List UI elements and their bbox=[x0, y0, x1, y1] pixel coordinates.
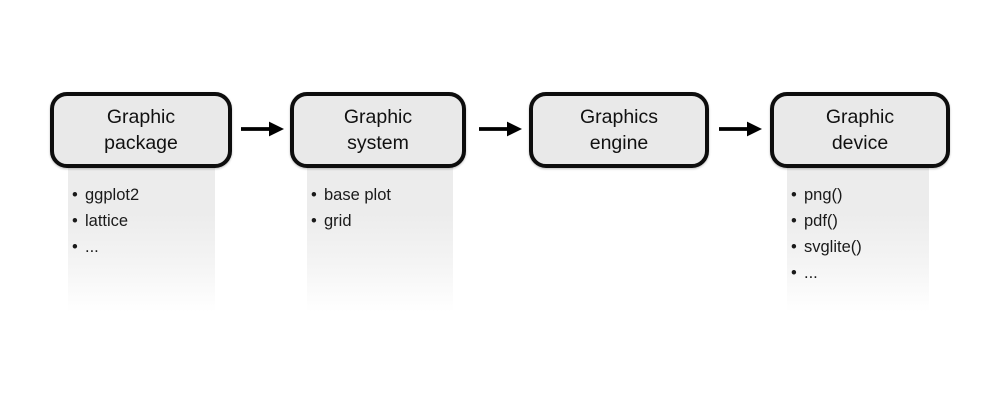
bullet-icon: • bbox=[791, 238, 797, 256]
stage-title: Graphic device bbox=[826, 104, 894, 156]
stage-box-graphics-engine: Graphics engine bbox=[529, 92, 709, 168]
list-item-label: pdf() bbox=[804, 212, 838, 230]
arrow-right-icon bbox=[719, 121, 762, 137]
stage-title-line2: engine bbox=[589, 132, 649, 154]
list-item: • lattice bbox=[72, 208, 213, 234]
bullet-icon: • bbox=[311, 186, 317, 204]
list-item: • ggplot2 bbox=[72, 182, 213, 208]
graphic-package-list: • ggplot2 • lattice •... bbox=[68, 166, 215, 260]
stage-box-graphic-device: Graphic device bbox=[770, 92, 950, 168]
list-item-label: grid bbox=[324, 212, 352, 230]
list-item-label: ... bbox=[804, 264, 818, 282]
list-item-label: lattice bbox=[85, 212, 129, 230]
stage-title-line1: Graphic bbox=[106, 106, 176, 128]
bullet-icon: • bbox=[72, 238, 78, 256]
list-item: •... bbox=[791, 260, 927, 286]
bullet-icon: • bbox=[791, 186, 797, 204]
stage-box-graphic-system: Graphic system bbox=[290, 92, 466, 168]
stage-title-line2: system bbox=[347, 132, 409, 154]
list-item: •... bbox=[72, 234, 213, 260]
stage-title-line1: Graphic bbox=[825, 106, 895, 128]
stage-title-line2: device bbox=[831, 132, 889, 154]
bullet-icon: • bbox=[72, 186, 78, 204]
list-item: • png() bbox=[791, 182, 927, 208]
graphic-system-list: • base plot • grid bbox=[307, 166, 453, 234]
stage-title-line1: Graphic bbox=[343, 106, 413, 128]
list-item: • grid bbox=[311, 208, 451, 234]
stage-title-line1: Graphics bbox=[579, 106, 659, 128]
bullet-icon: • bbox=[72, 212, 78, 230]
list-item: • svglite() bbox=[791, 234, 927, 260]
list-item-label: svglite() bbox=[804, 238, 862, 256]
list-item-label: png() bbox=[804, 186, 843, 204]
list-item-label: ggplot2 bbox=[85, 186, 140, 204]
bullet-icon: • bbox=[311, 212, 317, 230]
stage-title: Graphics engine bbox=[580, 104, 658, 156]
arrow-right-icon bbox=[479, 121, 522, 137]
list-item-label: base plot bbox=[324, 186, 391, 204]
stage-panel-graphic-device: • png() • pdf() • svglite() •... bbox=[787, 166, 929, 312]
list-item: • base plot bbox=[311, 182, 451, 208]
stage-box-graphic-package: Graphic package bbox=[50, 92, 232, 168]
graphic-device-list: • png() • pdf() • svglite() •... bbox=[787, 166, 929, 286]
stage-title: Graphic system bbox=[344, 104, 412, 156]
list-item-label: ... bbox=[85, 238, 99, 256]
stage-panel-graphic-package: • ggplot2 • lattice •... bbox=[68, 166, 215, 312]
arrow-right-icon bbox=[241, 121, 284, 137]
stage-title-line2: package bbox=[104, 132, 178, 154]
stage-panel-graphic-system: • base plot • grid bbox=[307, 166, 453, 312]
stage-title: Graphic package bbox=[104, 104, 178, 156]
bullet-icon: • bbox=[791, 264, 797, 282]
bullet-icon: • bbox=[791, 212, 797, 230]
list-item: • pdf() bbox=[791, 208, 927, 234]
